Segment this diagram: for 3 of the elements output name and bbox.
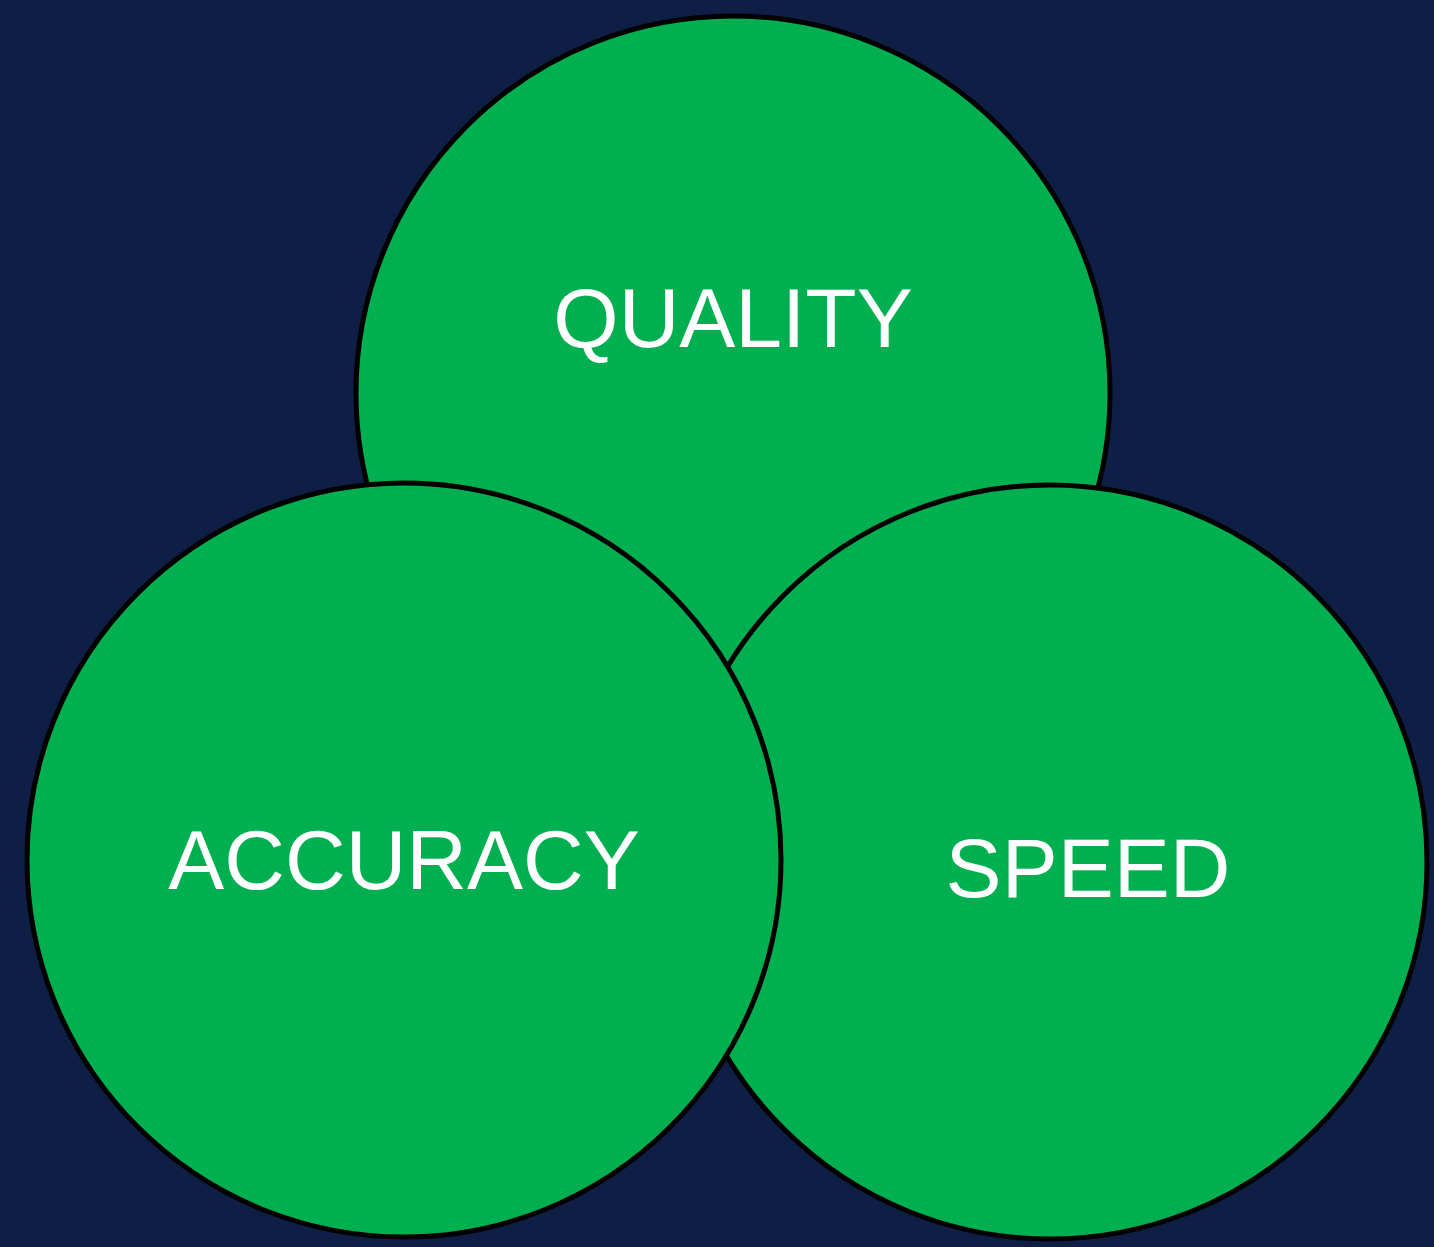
circle-label: SPEED: [945, 819, 1231, 917]
circle-label: ACCURACY: [168, 811, 640, 909]
circle-label: QUALITY: [553, 269, 913, 367]
